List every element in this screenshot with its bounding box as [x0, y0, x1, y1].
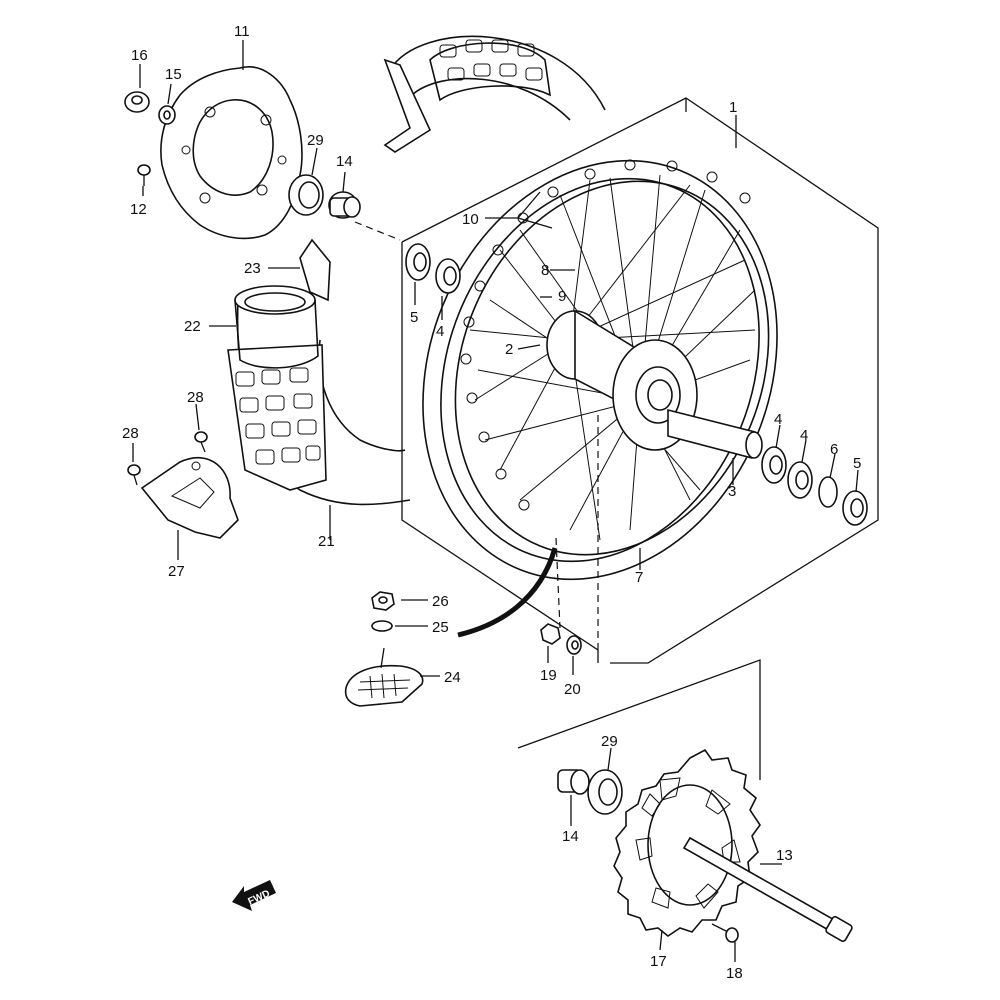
callout-5-right: 5	[853, 455, 861, 472]
callout-16: 16	[131, 47, 148, 64]
rim-lock-nut	[371, 591, 395, 611]
callout-4-right-a: 4	[774, 411, 782, 428]
sprocket-bolt	[711, 923, 739, 943]
callout-3: 3	[728, 483, 736, 500]
callout-21: 21	[318, 533, 335, 550]
callout-4-left: 4	[436, 323, 444, 340]
disc-guard	[140, 456, 239, 539]
callout-24: 24	[444, 669, 461, 686]
callout-26: 26	[432, 593, 449, 610]
callout-28-upper: 28	[187, 389, 204, 406]
callout-19: 19	[540, 667, 557, 684]
bearing-stack-right	[761, 446, 868, 526]
callout-11: 11	[234, 23, 250, 40]
brake-disc	[160, 66, 303, 240]
callout-22: 22	[184, 318, 201, 335]
callout-10: 10	[462, 211, 479, 228]
callout-2: 2	[505, 341, 513, 358]
spoke-washer	[566, 635, 582, 655]
callout-28-lower: 28	[122, 425, 139, 442]
wheel-assembly-frame	[401, 97, 879, 664]
guard-bolt-upper	[194, 431, 208, 453]
spoke-nut	[540, 623, 561, 645]
callout-25: 25	[432, 619, 449, 636]
leader-lines	[132, 40, 859, 962]
callout-9: 9	[558, 288, 566, 305]
bearing-stack-left	[405, 243, 461, 294]
callout-27: 27	[168, 563, 185, 580]
callout-29-left: 29	[307, 132, 324, 149]
rear-axle	[682, 836, 853, 942]
disc-nut	[124, 91, 150, 113]
oil-seal-right	[587, 769, 623, 815]
wheel-hub	[546, 309, 763, 459]
callout-29-right: 29	[601, 733, 618, 750]
callout-4-right-b: 4	[800, 427, 808, 444]
inner-tube	[234, 238, 331, 369]
collar-left	[328, 191, 361, 219]
callout-15: 15	[165, 66, 182, 83]
assembly-guide-lines	[354, 221, 761, 780]
callout-8: 8	[541, 262, 549, 279]
guard-bolt-lower	[127, 464, 141, 486]
oil-seal-left	[288, 174, 324, 216]
fwd-arrow-icon: FWD	[232, 880, 276, 911]
callout-1: 1	[729, 99, 737, 116]
callout-6: 6	[830, 441, 838, 458]
callout-20: 20	[564, 681, 581, 698]
rim-lock	[344, 647, 424, 707]
callout-18: 18	[726, 965, 743, 982]
callout-17: 17	[650, 953, 667, 970]
rim-holes	[460, 159, 751, 511]
disc-bolt	[137, 164, 151, 186]
rear-tire	[227, 35, 606, 506]
rim-band	[457, 547, 558, 638]
callout-13: 13	[776, 847, 793, 864]
rim-lock-washer	[371, 620, 393, 632]
callout-labels: 1 2 3 4 4 4 5 5 6 7 8 9 10 11 12 13 14 1…	[122, 23, 861, 982]
callout-12: 12	[130, 201, 147, 218]
callout-5-left: 5	[410, 309, 418, 326]
callout-14-right: 14	[562, 828, 579, 845]
collar-right	[557, 769, 590, 795]
callout-7: 7	[635, 569, 643, 586]
callout-14-left: 14	[336, 153, 353, 170]
callout-23: 23	[244, 260, 261, 277]
disc-washer	[158, 105, 176, 125]
